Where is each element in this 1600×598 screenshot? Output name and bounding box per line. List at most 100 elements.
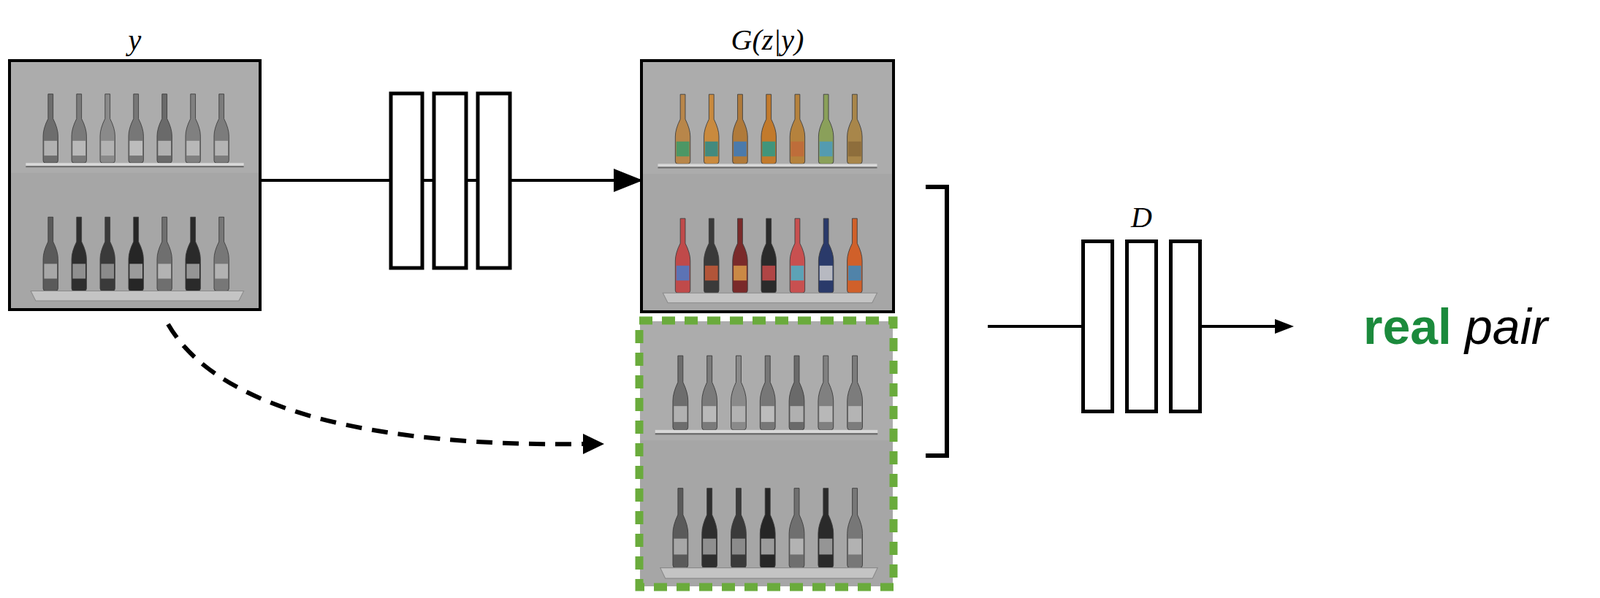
bottle: [214, 216, 229, 291]
bottle: [43, 94, 58, 163]
discriminator-layer: [1171, 241, 1201, 413]
copy-arrowhead: [583, 433, 605, 455]
bottle-label: [702, 539, 716, 556]
bottle-label: [702, 406, 716, 423]
node-heading: D: [1130, 201, 1153, 234]
bottle: [157, 94, 172, 163]
bottle-label: [72, 141, 86, 156]
bottle: [731, 488, 747, 569]
pair-bracket: [925, 187, 947, 456]
generated-image: G(z|y): [640, 59, 895, 314]
node-heading: G(z|y): [731, 24, 805, 57]
bottle-label: [761, 539, 775, 556]
real-sample-frame: [639, 320, 894, 588]
generator-layer: [477, 93, 510, 269]
bottle-label: [848, 265, 862, 281]
bottle-label: [100, 263, 114, 279]
glass-shelf: [662, 292, 877, 304]
output-label: real: [1363, 301, 1452, 352]
bottle-label: [762, 141, 776, 157]
bottle: [704, 94, 719, 164]
bottle-label: [819, 265, 833, 281]
bottle: [675, 218, 690, 293]
bottle: [789, 355, 805, 431]
photo-background: [10, 62, 259, 309]
bottle: [761, 94, 776, 164]
bottle: [185, 216, 201, 291]
bottle: [847, 94, 863, 164]
input-copy-image: [640, 321, 893, 587]
photo-background: [640, 321, 893, 587]
glass-shelf: [30, 290, 245, 301]
bottle: [818, 488, 834, 569]
discriminator-layer: [1127, 241, 1157, 413]
generator-layer: [390, 93, 423, 269]
bottle: [71, 216, 87, 291]
bottle-label: [732, 539, 746, 556]
photo-background: [642, 62, 893, 311]
bottle: [100, 94, 115, 163]
bottle-label: [157, 141, 171, 156]
bottle: [128, 94, 144, 163]
bottle-label: [848, 539, 862, 556]
bottle: [214, 94, 229, 163]
bottle: [731, 355, 747, 431]
bottle-label: [186, 263, 200, 279]
bottle: [675, 94, 690, 164]
bottle: [672, 355, 689, 431]
bottle: [702, 355, 718, 431]
bottle-label: [733, 141, 747, 157]
bottle-label: [790, 406, 804, 423]
bottle: [128, 216, 144, 291]
bottle-label: [705, 141, 719, 157]
shelf-edge: [657, 166, 877, 169]
bottle: [732, 218, 748, 293]
bottle-label: [676, 141, 690, 157]
shelf-edge: [25, 165, 244, 168]
bottle: [759, 488, 776, 569]
photo: [642, 62, 893, 311]
bottle: [761, 218, 776, 293]
bottle: [71, 94, 87, 163]
bottle-label: [129, 141, 143, 156]
glass-shelf: [25, 162, 244, 166]
bottle: [157, 216, 172, 291]
bottle-label: [129, 263, 143, 279]
bottle: [759, 355, 776, 431]
bottle-label: [43, 141, 57, 156]
output-label: pair: [1464, 301, 1548, 352]
glass-shelf: [655, 430, 878, 434]
bottle: [789, 488, 805, 569]
bottle-label: [790, 539, 804, 556]
glass-shelf: [660, 568, 879, 580]
bottle-label: [705, 265, 719, 281]
photo-background-light: [640, 321, 893, 441]
bottle: [100, 216, 115, 291]
input-image: y: [8, 59, 262, 312]
bottle-label: [732, 406, 746, 423]
bottle: [185, 94, 201, 163]
bottle-label: [762, 265, 776, 281]
bottle-label: [848, 406, 862, 423]
bottle-label: [791, 141, 805, 157]
bottle: [43, 216, 58, 291]
bottle: [704, 218, 719, 293]
discriminator-layer: [1083, 241, 1113, 413]
bottle-label: [761, 406, 775, 423]
node-heading: y: [128, 24, 142, 57]
bottle: [847, 218, 863, 293]
bottle: [818, 94, 833, 164]
bottle-label: [733, 265, 747, 281]
copy-arrow: [168, 324, 585, 445]
bottle-label: [72, 263, 86, 279]
bottle: [818, 355, 834, 431]
output-line: [1201, 325, 1278, 329]
bottle-label: [673, 539, 687, 556]
discriminator-network: D: [1081, 239, 1202, 414]
bottle: [702, 488, 718, 569]
bottle-label: [819, 141, 833, 157]
shelf-edge: [655, 433, 878, 435]
photo: [10, 62, 259, 309]
bottle-label: [214, 263, 228, 279]
bottle-label: [157, 263, 171, 279]
